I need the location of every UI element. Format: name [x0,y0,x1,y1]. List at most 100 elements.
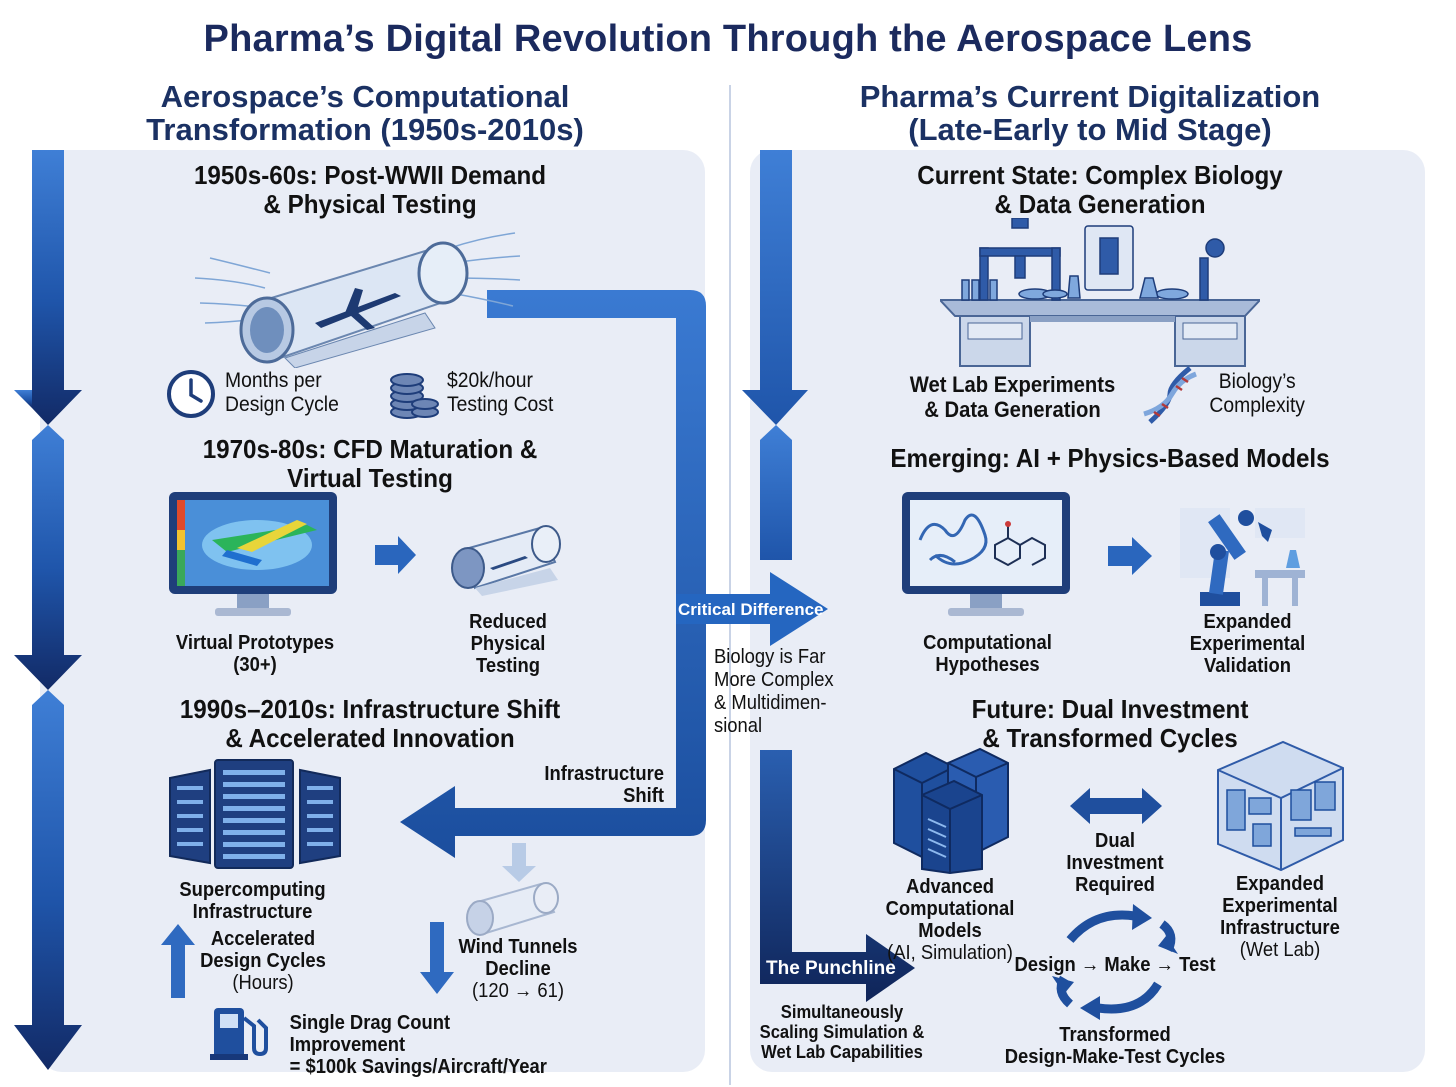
dual-investment-arrow [1070,788,1162,824]
supercomputing-label: Supercomputing Infrastructure [167,879,337,923]
virtual-prototypes-label: Virtual Prototypes (30+) [168,632,343,676]
accel-line2: Design Cycles [200,950,326,972]
infra-shift-line2: Shift [623,785,664,807]
left-column-heading: Aerospace’s Computational Transformation… [120,80,610,146]
clock-icon [167,370,215,418]
accel-line3: (Hours) [232,972,294,994]
computational-hypotheses-label: Computational Hypotheses [902,632,1072,676]
wind-tunnels-decline-label: Wind Tunnels Decline (120 → 61) [455,936,580,1002]
bio-note-line4: sional [714,715,763,737]
wetlab-line2: & Data Generation [924,397,1101,422]
critical-difference-arrow [676,572,828,646]
era3-title-line2: & Accelerated Innovation [225,723,515,753]
accel-line1: Accelerated [210,928,316,950]
future-title-line1: Future: Dual Investment [971,694,1249,724]
coins-icon [390,373,439,419]
bio-note-line1: Biology is Far [714,646,826,668]
stat-testing-cost: $20k/hour Testing Cost [447,369,553,417]
punch-line2: Scaling Simulation & [759,1022,925,1042]
lab-room-image [1217,740,1344,872]
virtual-line2: (30+) [233,654,277,676]
adv-line3: (AI, Simulation) [887,942,1013,964]
cycle-line1: Transformed [1059,1024,1171,1046]
dual-line2: Investment [1066,852,1164,874]
left-heading-line1: Aerospace’s Computational [160,79,570,114]
reduced-line1: Reduced [469,611,547,633]
drag-line2: = $100k Savings/Aircraft/Year [289,1056,547,1078]
lab-bench-image [940,218,1260,367]
small-wind-tunnel-image [451,525,561,596]
cfd-arrow [375,536,416,574]
exp-line1: Expanded [1203,611,1292,633]
emerging-title: Emerging: AI + Physics-Based Models [890,443,1330,473]
right-heading-line2: (Late-Early to Mid Stage) [908,112,1272,147]
reduced-testing-label: Reduced Physical Testing [453,611,563,677]
biocx-line2: Complexity [1209,394,1305,417]
expinf-line2: Experimental [1222,895,1338,917]
reduced-line3: Testing [475,655,541,677]
left-heading-line2: Transformation (1950s-2010s) [146,112,584,147]
right-column-heading: Pharma’s Current Digitalization (Late-Ea… [830,80,1350,146]
punchline-label: The Punchline [766,958,896,979]
wind-line1: Wind Tunnels [458,936,578,958]
wind-line3: (120 → 61) [471,980,565,1002]
fuel-pump-icon [210,1008,268,1060]
super-line1: Supercomputing [179,879,326,901]
era3-title-line1: 1990s–2010s: Infrastructure Shift [179,694,561,724]
protein-monitor-image [902,492,1070,616]
wind-down-arrow [420,922,454,994]
advanced-models-label: Advanced Computational Models (AI, Simul… [853,876,1046,964]
era1-title-line1: 1950s-60s: Post-WWII Demand [193,160,547,190]
stat-design-cycle: Months per Design Cycle [225,369,339,417]
emerging-arrow [1108,537,1152,575]
expanded-validation-label: Expanded Experimental Validation [1181,611,1314,677]
expinf-line3: Infrastructure [1220,917,1340,939]
stat2-line1: $20k/hour [447,369,533,392]
expinf-line1: Expanded [1236,873,1324,895]
current-state-title: Current State: Complex Biology & Data Ge… [895,161,1304,219]
reduced-line2: Physical [470,633,546,655]
server-racks-image [169,759,341,869]
adv-line1: Advanced [906,876,994,898]
future-title: Future: Dual Investment & Transformed Cy… [915,695,1306,753]
era2-title: 1970s-80s: CFD Maturation & Virtual Test… [165,435,574,493]
cycle-arrows [1052,904,1178,1020]
drag-line1: Single Drag Count Improvement [289,1012,451,1056]
column-divider [729,85,731,1085]
adv-line2: Computational Models [885,898,1015,942]
stat2-line2: Testing Cost [447,393,554,416]
bio-note-line2: More Complex [714,669,834,691]
super-line2: Infrastructure [192,901,313,923]
cfd-monitor-image [169,492,337,616]
design-make-test-label: Design → Make → Test [1014,954,1216,976]
robot-arm-image [1180,508,1305,606]
current-title-line2: & Data Generation [994,189,1206,219]
biology-complexity-label: Biology’s Complexity [1202,370,1312,418]
punchline-note: Simultaneously Scaling Simulation & Wet … [759,1002,925,1062]
right-timeline-arrow [742,150,808,560]
punchline-arrow [760,750,915,1002]
expinf-line4: (Wet Lab) [1239,939,1321,961]
era1-title-line2: & Physical Testing [263,189,477,219]
punch-line3: Wet Lab Capabilities [761,1042,923,1062]
era2-title-line2: Virtual Testing [287,463,453,493]
wind-tunnel-image [195,232,521,368]
exp-line2: Experimental [1189,633,1306,655]
comp-line1: Computational [923,632,1052,654]
virtual-line1: Virtual Prototypes [175,632,335,654]
biology-complex-note: Biology is Far More Complex & Multidimen… [714,646,834,738]
page-title: Pharma’s Digital Revolution Through the … [203,18,1253,60]
dual-investment-label: Dual Investment Required [1060,830,1170,896]
stat1-line2: Design Cycle [225,393,339,416]
current-title-line1: Current State: Complex Biology [917,160,1283,190]
transformed-cycles-label: Transformed Design-Make-Test Cycles [1005,1024,1226,1068]
future-title-line2: & Transformed Cycles [982,723,1238,753]
critical-difference-label: Critical Difference [678,600,824,619]
bio-note-line3: & Multidimen- [714,692,827,714]
stat1-line1: Months per [225,369,322,392]
dual-line1: Dual [1095,830,1135,852]
server-cluster-image [893,747,1009,875]
drag-count-label: Single Drag Count Improvement = $100k Sa… [290,1012,557,1078]
era3-title: 1990s–2010s: Infrastructure Shift & Acce… [156,695,584,753]
